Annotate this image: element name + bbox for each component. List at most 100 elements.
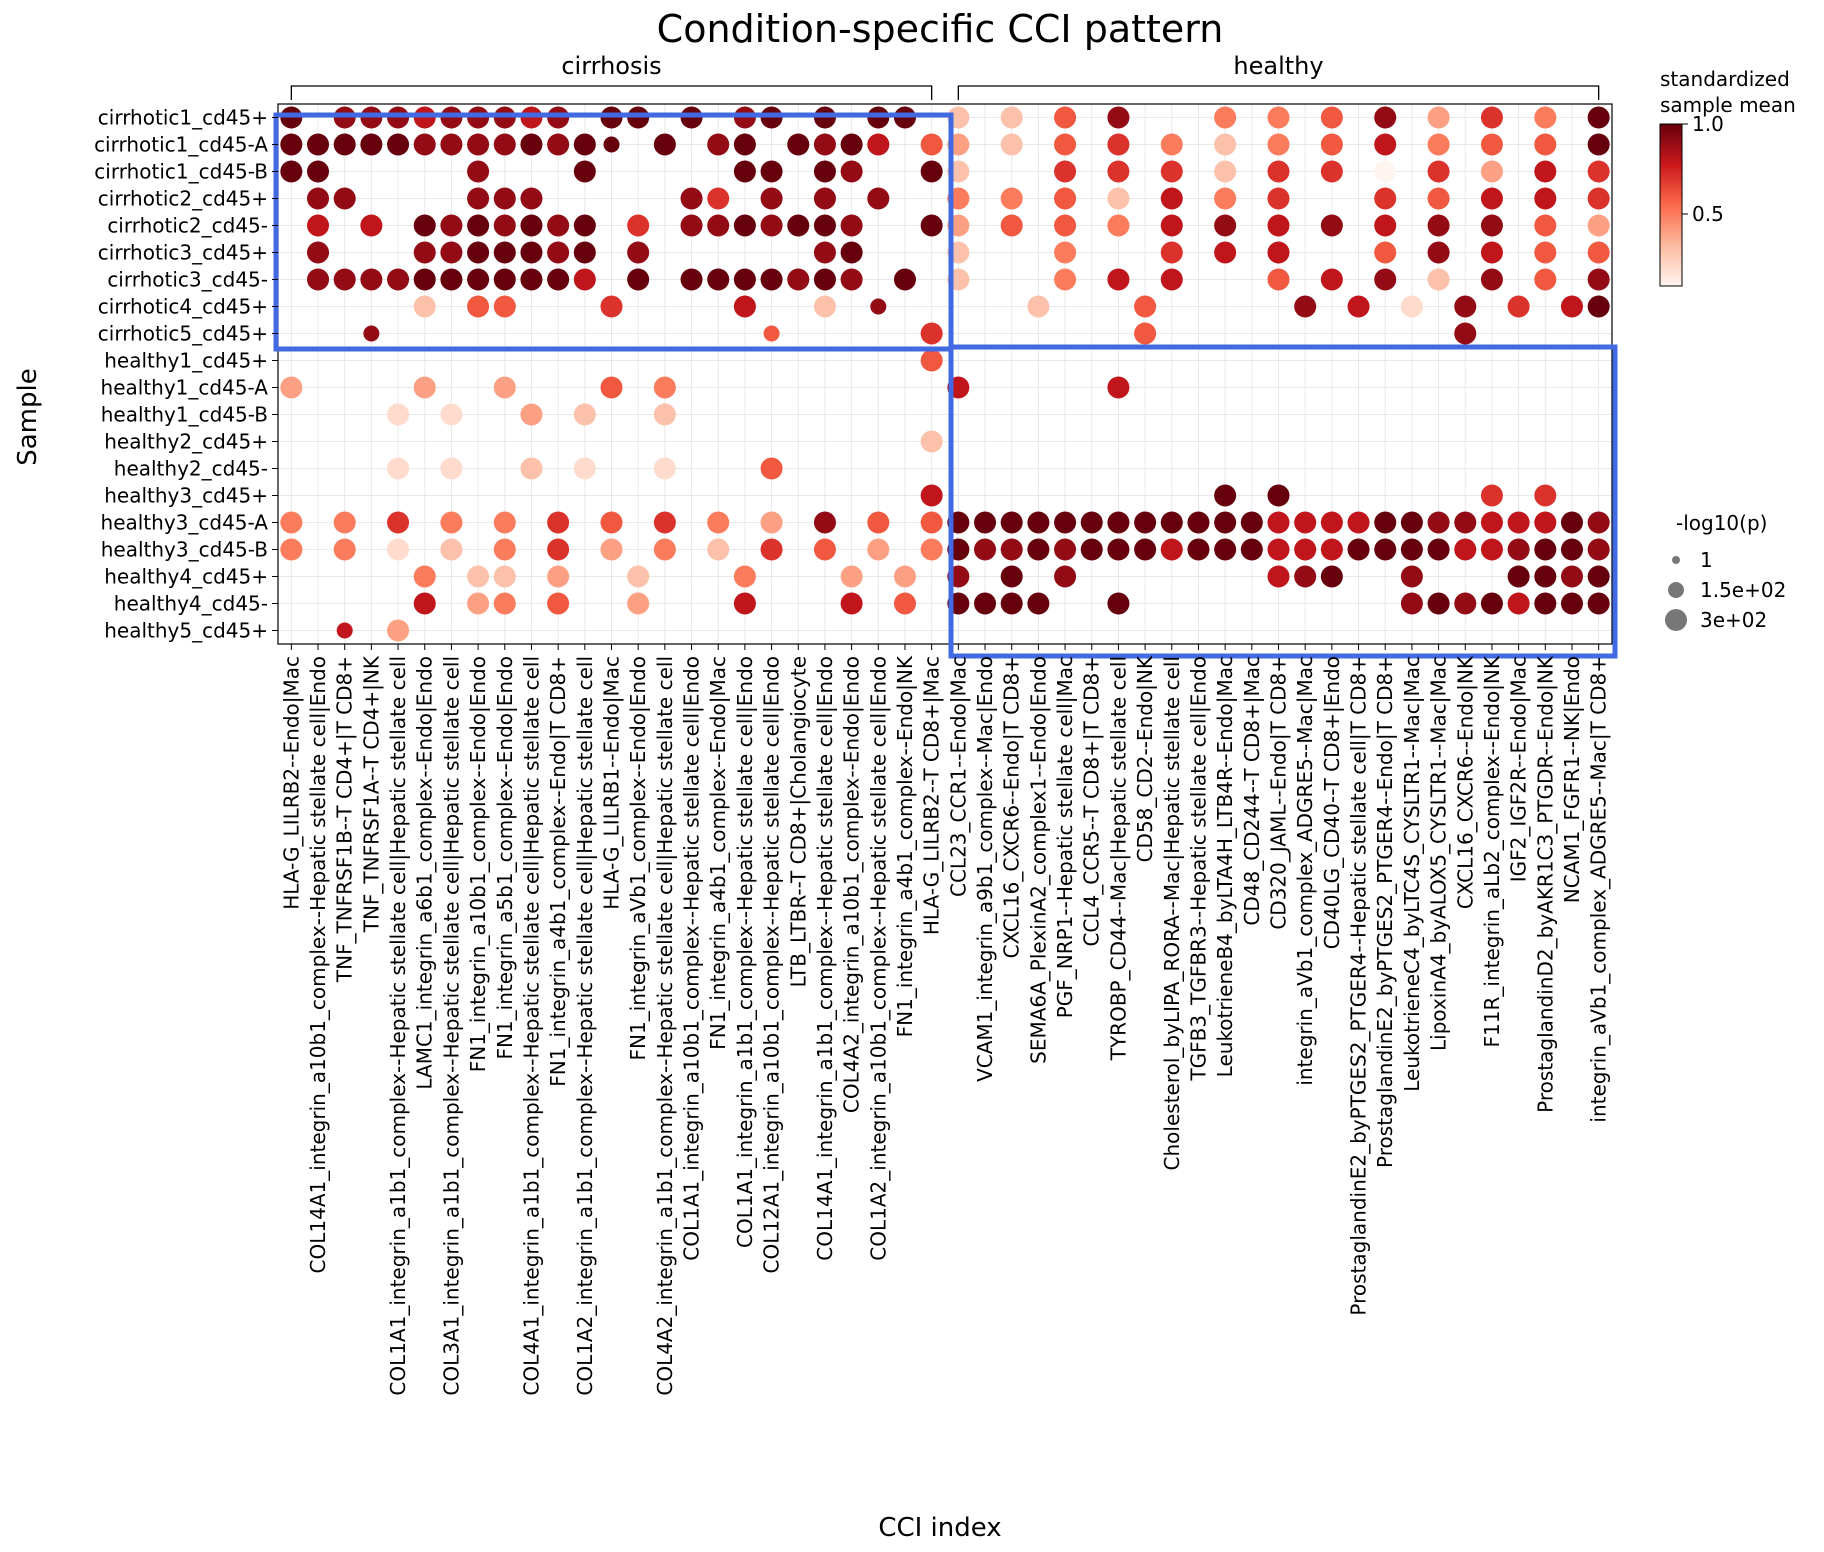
data-dot xyxy=(763,325,780,342)
size-legend-label: 1.5e+02 xyxy=(1700,578,1786,602)
data-dot xyxy=(920,160,943,183)
data-dot xyxy=(893,268,916,291)
data-dot xyxy=(440,241,463,264)
data-dot xyxy=(336,622,353,639)
data-dot xyxy=(387,457,410,480)
data-dot xyxy=(440,457,463,480)
data-dot xyxy=(920,349,943,372)
data-dot xyxy=(547,511,570,534)
data-dot xyxy=(893,565,916,588)
x-tick-label: CXCL16_CXCR6--Endo|NK xyxy=(1453,655,1477,909)
x-tick-label: LipoxinA4_byALOX5_CYSLTR1--Mac|Mac xyxy=(1427,656,1451,1051)
data-dot xyxy=(733,295,756,318)
data-dot xyxy=(1000,565,1023,588)
data-dot xyxy=(870,298,887,315)
data-dot xyxy=(1400,538,1423,561)
data-dot xyxy=(440,403,463,426)
group-bracket xyxy=(957,85,1600,100)
data-dot xyxy=(547,268,570,291)
data-dot xyxy=(1480,241,1503,264)
data-dot xyxy=(573,214,596,237)
highlight-boxes xyxy=(273,112,1618,659)
data-dot xyxy=(760,457,783,480)
y-tick-label: healthy3_cd45+ xyxy=(104,484,268,508)
data-dot xyxy=(1000,214,1023,237)
data-dot xyxy=(467,160,490,183)
data-dot xyxy=(1267,241,1290,264)
data-dot xyxy=(920,214,943,237)
data-dot xyxy=(1587,106,1610,129)
data-dot xyxy=(1534,511,1557,534)
data-dot xyxy=(307,160,330,183)
data-dot xyxy=(893,592,916,615)
data-dot xyxy=(1400,295,1423,318)
x-tick-label: COL14A1_integrin_a10b1_complex--Hepatic … xyxy=(306,656,330,1273)
data-dot xyxy=(707,214,730,237)
data-dot xyxy=(440,268,463,291)
data-dot xyxy=(600,511,623,534)
data-dot xyxy=(1400,592,1423,615)
data-dot xyxy=(1507,295,1530,318)
data-dot xyxy=(1454,538,1477,561)
y-tick-label: cirrhotic2_cd45+ xyxy=(98,187,268,211)
data-dot xyxy=(1534,106,1557,129)
data-dot xyxy=(707,187,730,210)
x-tick-label: COL1A1_integrin_a1b1_complex--Hepatic st… xyxy=(386,656,410,1396)
y-tick-label: healthy5_cd45+ xyxy=(104,619,268,643)
data-dot xyxy=(1187,538,1210,561)
data-dot xyxy=(1480,187,1503,210)
data-dot xyxy=(1054,268,1077,291)
data-dot xyxy=(813,511,836,534)
data-dot xyxy=(493,295,516,318)
data-dot xyxy=(307,241,330,264)
data-dot xyxy=(360,133,383,156)
x-tick-label: TNF_TNFRSF1B--T CD4+|T CD8+ xyxy=(333,656,357,983)
data-dot xyxy=(840,592,863,615)
data-dot xyxy=(603,136,620,153)
x-tick-label: LTB_LTBR--T CD8+|Cholangiocyte xyxy=(786,656,810,987)
data-dot xyxy=(1160,268,1183,291)
data-dot xyxy=(627,565,650,588)
x-tick-label: PGF_NRP1--Hepatic stellate cell|Mac xyxy=(1053,656,1077,1018)
data-dot xyxy=(547,565,570,588)
data-dot xyxy=(1374,187,1397,210)
data-dot xyxy=(1054,538,1077,561)
data-dot xyxy=(1320,160,1343,183)
data-dot xyxy=(493,511,516,534)
data-dot xyxy=(1214,187,1237,210)
x-tick-label: F11R_integrin_aLb2_complex--Endo|NK xyxy=(1480,655,1504,1047)
data-dot xyxy=(1534,241,1557,264)
data-dot xyxy=(787,214,810,237)
data-dot xyxy=(1427,592,1450,615)
data-dot xyxy=(1427,268,1450,291)
data-dot xyxy=(920,322,943,345)
data-dot xyxy=(1587,592,1610,615)
data-dot xyxy=(363,325,380,342)
data-dot xyxy=(813,538,836,561)
data-dot xyxy=(653,538,676,561)
data-dot xyxy=(760,160,783,183)
y-tick-label: healthy4_cd45+ xyxy=(104,565,268,589)
data-dot xyxy=(307,214,330,237)
data-dot xyxy=(493,214,516,237)
data-dot xyxy=(440,538,463,561)
data-dot xyxy=(1427,214,1450,237)
data-dot xyxy=(1480,133,1503,156)
data-dot xyxy=(467,133,490,156)
data-dot xyxy=(1534,268,1557,291)
data-dot xyxy=(1534,538,1557,561)
group-label: cirrhosis xyxy=(561,52,661,80)
data-dot xyxy=(520,457,543,480)
data-dot xyxy=(1480,106,1503,129)
x-tick-label: CXCL16_CXCR6--Endo|T CD8+ xyxy=(1000,656,1024,958)
data-dot xyxy=(1480,160,1503,183)
data-dot xyxy=(1587,538,1610,561)
data-dot xyxy=(1480,592,1503,615)
y-tick-label: healthy2_cd45- xyxy=(114,457,268,481)
x-tick-label: CD58_CD2--Endo|NK xyxy=(1133,655,1157,862)
x-tick-label: COL4A2_integrin_a10b1_complex--Endo|Endo xyxy=(840,656,864,1113)
data-dot xyxy=(1374,511,1397,534)
group-label: healthy xyxy=(1233,52,1323,80)
